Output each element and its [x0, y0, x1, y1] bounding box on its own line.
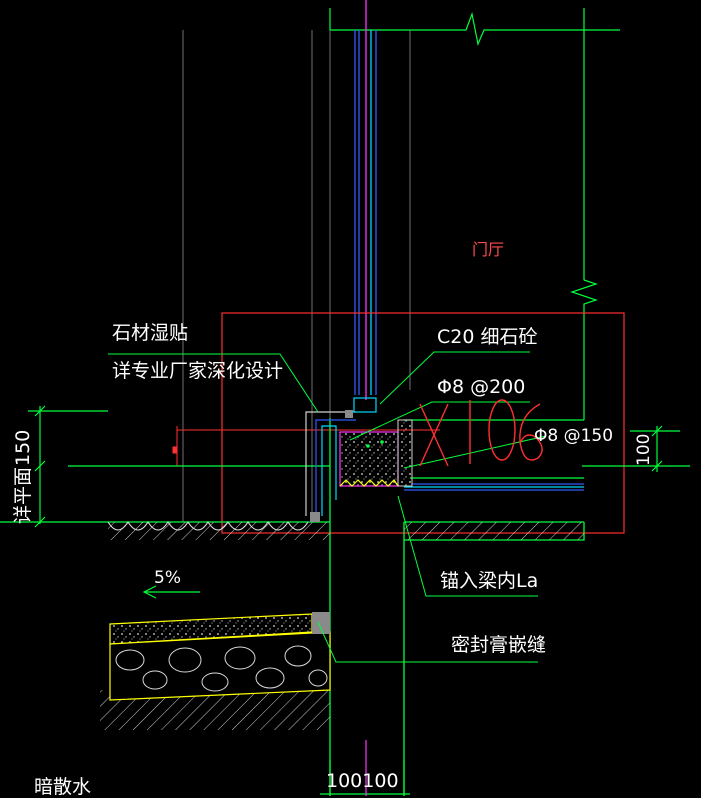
dimension-bottom [320, 740, 410, 796]
concrete-infill [339, 397, 413, 487]
pavement-layers [109, 612, 331, 701]
room-label: 门厅 [472, 240, 505, 259]
stone-cladding-label: 石材湿贴 [112, 322, 189, 344]
rebar-200-label: Φ8 @200 [437, 376, 526, 398]
dimension-bottom-label: 100100 [326, 770, 399, 792]
dimension-100-right [630, 425, 680, 472]
red-dimension-line [172, 426, 440, 466]
slope-arrow [142, 585, 200, 599]
wall-outline-top [329, 8, 620, 420]
curtain-wall-lines [354, 0, 377, 400]
dimension-150 [28, 405, 108, 528]
dimension-150-label: 150 [12, 429, 34, 466]
detail-frame [221, 312, 625, 534]
drain-label: 暗散水 [34, 776, 92, 798]
anchor-label: 锚入梁内La [440, 570, 539, 592]
slope-label: 5% [154, 568, 181, 588]
red-sketch-annotation [419, 399, 543, 467]
concrete-label: C20 细石砼 [437, 326, 538, 348]
plan-reference-label: 详平面 [12, 466, 34, 524]
rebar-150-label: Φ8 @150 [534, 426, 614, 446]
seal-label: 密封膏嵌缝 [451, 634, 547, 656]
guide-lines [182, 30, 411, 522]
stone-cladding-design-label: 详专业厂家深化设计 [112, 360, 284, 382]
floor-slab-layers [404, 483, 584, 491]
dimension-100-right-label: 100 [634, 433, 654, 466]
stone-cladding [305, 410, 356, 522]
